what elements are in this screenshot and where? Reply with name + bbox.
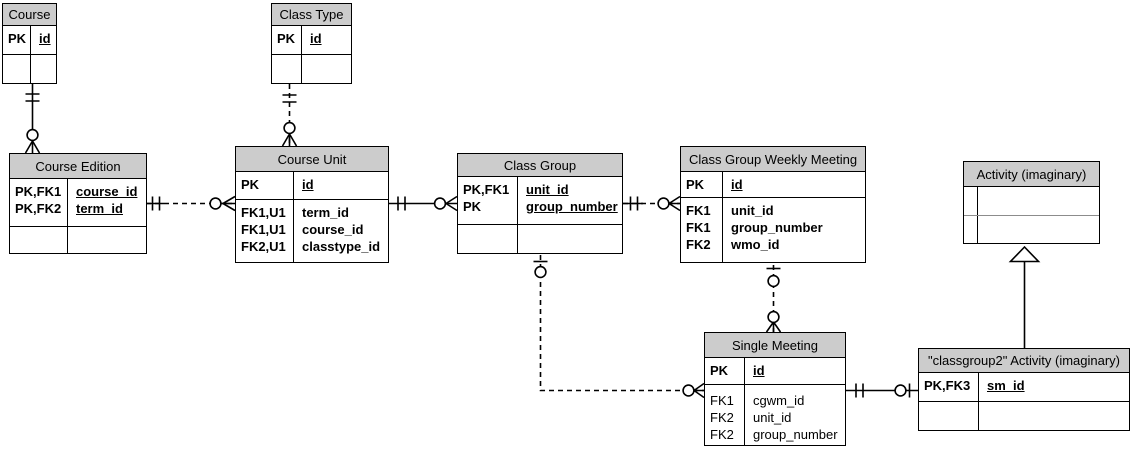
entity-activity-empty-section-2 — [964, 215, 1099, 243]
relationship-class-type-course-unit — [281, 84, 298, 147]
entity-class-group-weekly-meeting: Class Group Weekly Meeting PK id FK1 FK1… — [680, 146, 866, 263]
entity-course-edition-empty-section — [10, 226, 146, 253]
entity-classgroup2-key-section: PK,FK3 sm_id — [919, 373, 1129, 401]
entity-course-unit-pk-section: PK id — [236, 172, 388, 199]
entity-class-group-empty-section — [458, 224, 622, 253]
key-label: PK,FK3 — [924, 378, 971, 393]
entity-classgroup2-activity-title: "classgroup2" Activity (imaginary) — [919, 349, 1129, 373]
attribute-name: cgwm_id — [753, 393, 805, 408]
attribute-name: group_number — [526, 199, 618, 214]
entity-course-edition: Course Edition PK,FK1 PK,FK2 course_id t… — [9, 153, 147, 254]
key-label: PK — [710, 363, 729, 378]
entity-class-type-empty-section — [272, 54, 351, 83]
entity-activity-imaginary-title: Activity (imaginary) — [964, 162, 1099, 187]
entity-class-group-title: Class Group — [458, 154, 622, 177]
entity-activity-imaginary: Activity (imaginary) — [963, 161, 1100, 244]
key-label: FK1 — [686, 220, 711, 235]
entity-course-empty-section — [3, 54, 56, 83]
key-label: FK1,U1 — [241, 205, 286, 220]
entity-course-unit-attr-section: FK1,U1 FK1,U1 FK2,U1 term_id course_id c… — [236, 199, 388, 262]
entity-single-meeting: Single Meeting PK id FK1 FK2 FK2 cgwm_id… — [704, 332, 846, 446]
entity-single-meeting-title: Single Meeting — [705, 333, 845, 358]
entity-single-meeting-attr-section: FK1 FK2 FK2 cgwm_id unit_id group_number — [705, 384, 845, 445]
entity-class-type-title: Class Type — [272, 4, 351, 26]
entity-course-key-section: PK id — [3, 26, 56, 54]
relationship-single-meeting-classgroup2 — [846, 383, 918, 398]
attribute-name: sm_id — [987, 378, 1025, 393]
key-label: FK2 — [710, 410, 734, 425]
attribute-name: id — [302, 177, 314, 192]
attribute-name: unit_id — [526, 182, 569, 197]
inheritance-classgroup2-activity — [1008, 245, 1041, 348]
entity-classgroup2-empty-section — [919, 401, 1129, 430]
attribute-name: id — [731, 177, 743, 192]
key-label: PK — [463, 199, 482, 214]
entity-course-title: Course — [3, 4, 56, 26]
entity-class-group: Class Group PK,FK1 PK unit_id group_numb… — [457, 153, 623, 254]
key-label: FK2 — [710, 427, 734, 442]
attribute-name: classtype_id — [302, 239, 381, 254]
key-label: PK — [241, 177, 260, 192]
attribute-name: id — [310, 31, 322, 46]
entity-course-unit: Course Unit PK id FK1,U1 FK1,U1 FK2,U1 t… — [235, 146, 389, 263]
attribute-name: unit_id — [753, 410, 792, 425]
entity-class-type-key-section: PK id — [272, 26, 351, 54]
entity-course-edition-key-section: PK,FK1 PK,FK2 course_id term_id — [10, 179, 146, 226]
key-label: PK,FK2 — [15, 201, 62, 216]
entity-course-unit-title: Course Unit — [236, 147, 388, 172]
attribute-name: group_number — [753, 427, 838, 442]
entity-class-type: Class Type PK id — [271, 3, 352, 84]
relationship-cgwm-single-meeting — [765, 265, 782, 333]
key-label: PK — [277, 31, 296, 46]
attribute-name: course_id — [302, 222, 364, 237]
relationship-course-edition-course-unit — [146, 195, 236, 212]
key-label: PK,FK1 — [15, 184, 62, 199]
entity-course: Course PK id — [2, 3, 57, 84]
relationship-class-group-single-meeting — [533, 255, 705, 399]
key-label: PK,FK1 — [463, 182, 510, 197]
entity-course-edition-title: Course Edition — [10, 154, 146, 179]
relationship-class-group-cgwm — [623, 195, 681, 212]
relationship-course-course-edition — [24, 84, 41, 154]
attribute-name: wmo_id — [731, 237, 780, 252]
key-label: PK — [8, 31, 27, 46]
attribute-name: group_number — [731, 220, 823, 235]
entity-single-meeting-pk-section: PK id — [705, 358, 845, 384]
entity-cgwm-pk-section: PK id — [681, 172, 865, 197]
key-label: FK2 — [686, 237, 711, 252]
attribute-name: course_id — [76, 184, 138, 199]
entity-class-group-key-section: PK,FK1 PK unit_id group_number — [458, 177, 622, 224]
attribute-name: unit_id — [731, 203, 774, 218]
key-label: FK1 — [686, 203, 711, 218]
attribute-name: id — [39, 31, 51, 46]
entity-classgroup2-activity-imaginary: "classgroup2" Activity (imaginary) PK,FK… — [918, 348, 1130, 431]
key-label: PK — [686, 177, 705, 192]
entity-cgwm-attr-section: FK1 FK1 FK2 unit_id group_number wmo_id — [681, 197, 865, 262]
entity-activity-empty-section-1 — [964, 187, 1099, 215]
entity-class-group-weekly-meeting-title: Class Group Weekly Meeting — [681, 147, 865, 172]
relationship-course-unit-class-group — [389, 195, 458, 212]
key-label: FK2,U1 — [241, 239, 286, 254]
attribute-name: id — [753, 363, 765, 378]
attribute-name: term_id — [302, 205, 349, 220]
attribute-name: term_id — [76, 201, 123, 216]
key-label: FK1,U1 — [241, 222, 286, 237]
key-label: FK1 — [710, 393, 734, 408]
